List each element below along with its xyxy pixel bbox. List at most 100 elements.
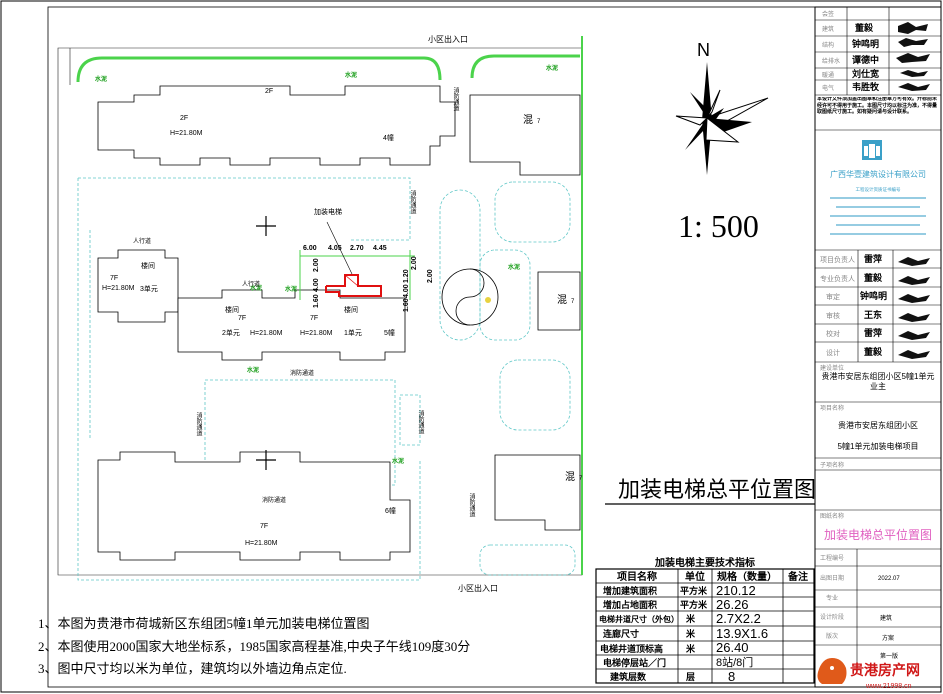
north-arrow-icon: N	[675, 40, 769, 175]
watermark: 贵港房产网 www.21998.cn	[817, 658, 920, 690]
svg-text:项目负责人: 项目负责人	[820, 255, 855, 264]
svg-text:版次: 版次	[826, 632, 838, 640]
note-1: 1、本图为贵港市荷城新区东组团5幢1单元加装电梯位置图	[38, 616, 370, 631]
svg-text:米: 米	[685, 628, 696, 639]
svg-text:消防通道: 消防通道	[468, 492, 475, 518]
elevator-footprint	[299, 221, 415, 300]
svg-text:6.00: 6.00	[303, 245, 317, 252]
svg-text:水泥: 水泥	[285, 285, 297, 293]
road-top-left	[76, 56, 442, 83]
svg-text:消防通道: 消防通道	[290, 369, 314, 377]
gate-south: 小区出入口	[458, 583, 498, 593]
svg-text:建筑: 建筑	[822, 25, 834, 33]
company-name: 广西华壹建筑设计有限公司	[830, 169, 926, 179]
gate-north: 小区出入口	[428, 34, 468, 44]
svg-text:暖通: 暖通	[822, 71, 834, 79]
svg-text:图纸名称: 图纸名称	[820, 512, 844, 520]
svg-text:电梯停层站／门: 电梯停层站／门	[603, 657, 666, 668]
svg-text:H=21.80M: H=21.80M	[300, 330, 333, 337]
svg-text:韦胜牧: 韦胜牧	[852, 81, 880, 92]
project-name-1: 贵港市安居东组团小区	[838, 420, 918, 430]
svg-text:子项名称: 子项名称	[820, 461, 844, 469]
svg-text:2.00: 2.00	[313, 258, 320, 272]
svg-text:4.00: 4.00	[313, 278, 320, 292]
svg-text:会签: 会签	[822, 10, 834, 18]
svg-text:7F: 7F	[260, 523, 268, 530]
svg-text:7: 7	[571, 299, 575, 305]
svg-text:8站/8门: 8站/8门	[716, 655, 753, 669]
svg-text:专业: 专业	[826, 594, 838, 602]
svg-text:混: 混	[557, 294, 567, 306]
svg-text:人行道: 人行道	[242, 280, 260, 288]
svg-text:消防通道: 消防通道	[195, 411, 202, 437]
svg-text:1.60: 1.60	[403, 298, 410, 312]
svg-text:电气: 电气	[822, 84, 834, 92]
drawing-title: 加装电梯总平位置图	[618, 477, 816, 502]
svg-text:7: 7	[537, 119, 541, 125]
project-name-2: 5幢1单元加装电梯项目	[838, 441, 919, 451]
svg-text:H=21.80M: H=21.80M	[250, 330, 283, 337]
svg-text:平方米: 平方米	[680, 599, 708, 610]
svg-text:2.00: 2.00	[411, 256, 418, 270]
svg-text:电梯井道顶标高: 电梯井道顶标高	[600, 643, 663, 654]
client-name: 贵港市安居东组团小区5幢1单元业主	[821, 372, 935, 391]
svg-text:H=21.80M: H=21.80M	[102, 285, 135, 292]
disclaimer: 本设计文件须加盖出图章和注册章方可有效。开标前未经许可不得用于施工。本图尺寸均以…	[817, 97, 938, 115]
coordinate-crosses	[256, 216, 276, 470]
svg-text:2.7X2.2: 2.7X2.2	[716, 611, 761, 626]
svg-text:设计: 设计	[826, 348, 840, 357]
spec-table-title: 加装电梯主要技术指标	[654, 556, 755, 569]
svg-text:增加建筑面积: 增加建筑面积	[603, 585, 657, 596]
svg-text:2F: 2F	[265, 88, 273, 95]
svg-text:方案: 方案	[882, 634, 894, 642]
svg-text:消防通道: 消防通道	[262, 496, 286, 504]
svg-text:董毅: 董毅	[864, 272, 883, 283]
note-3: 3、图中尺寸均以米为单位，建筑均以外墙边角点定位.	[38, 661, 347, 676]
signatures	[896, 22, 930, 359]
svg-text:1.60: 1.60	[313, 294, 320, 308]
svg-text:3单元: 3单元	[140, 284, 158, 293]
fire-road-labels: 消防通道 消防通道 消防通道 消防通道 消防通道 消防通道 消防通道 人行道 人…	[133, 86, 475, 518]
svg-text:建设单位: 建设单位	[820, 364, 844, 372]
svg-text:王东: 王东	[864, 309, 882, 320]
mixed-building-labels: 混 7 混 7 混 7	[523, 114, 583, 483]
svg-text:7: 7	[579, 476, 583, 482]
svg-text:水泥: 水泥	[546, 64, 558, 72]
svg-text:4.05: 4.05	[328, 245, 342, 252]
svg-text:混: 混	[565, 471, 575, 483]
building-5	[177, 289, 406, 361]
svg-text:审定: 审定	[826, 292, 840, 301]
svg-text:雷萍: 雷萍	[864, 253, 882, 264]
svg-text:消防通道: 消防通道	[452, 86, 459, 112]
svg-text:7F: 7F	[238, 315, 246, 322]
svg-text:水泥: 水泥	[508, 263, 520, 271]
svg-text:谭德中: 谭德中	[852, 54, 879, 65]
landscape-marker	[485, 297, 491, 303]
svg-text:董毅: 董毅	[855, 22, 874, 33]
green-space-outlines	[77, 177, 576, 581]
svg-text:水泥: 水泥	[95, 75, 107, 83]
svg-text:钟鸣明: 钟鸣明	[860, 290, 887, 301]
svg-text:连廊尺寸: 连廊尺寸	[603, 628, 639, 639]
svg-text:楼间: 楼间	[344, 305, 358, 314]
svg-text:项目名称: 项目名称	[820, 404, 844, 412]
svg-text:水泥: 水泥	[250, 284, 262, 292]
svg-text:1单元: 1单元	[344, 328, 362, 337]
building-4	[97, 85, 456, 166]
elephant-logo-icon	[817, 658, 847, 684]
building-labels: 2F 2F H=21.80M 4幢 7F H=21.80M 3单元 楼间 7F …	[102, 88, 396, 547]
svg-text:雷萍: 雷萍	[864, 327, 882, 338]
svg-text:建筑: 建筑	[880, 614, 892, 622]
svg-text:2.00: 2.00	[427, 269, 434, 283]
building-6	[97, 451, 411, 561]
company-logo-icon	[862, 140, 882, 160]
scale-text: 1: 500	[678, 208, 759, 244]
dimensions-top: 6.00 4.05 2.70 4.45	[303, 245, 387, 252]
svg-text:电梯井道尺寸（外包）: 电梯井道尺寸（外包）	[599, 614, 679, 624]
building-mixed-3	[494, 454, 581, 531]
svg-text:消防通道: 消防通道	[417, 409, 424, 435]
svg-text:审核: 审核	[826, 311, 840, 320]
svg-text:增加占地面积: 增加占地面积	[603, 599, 657, 610]
svg-text:6幢: 6幢	[385, 506, 396, 515]
svg-text:混: 混	[523, 114, 533, 126]
